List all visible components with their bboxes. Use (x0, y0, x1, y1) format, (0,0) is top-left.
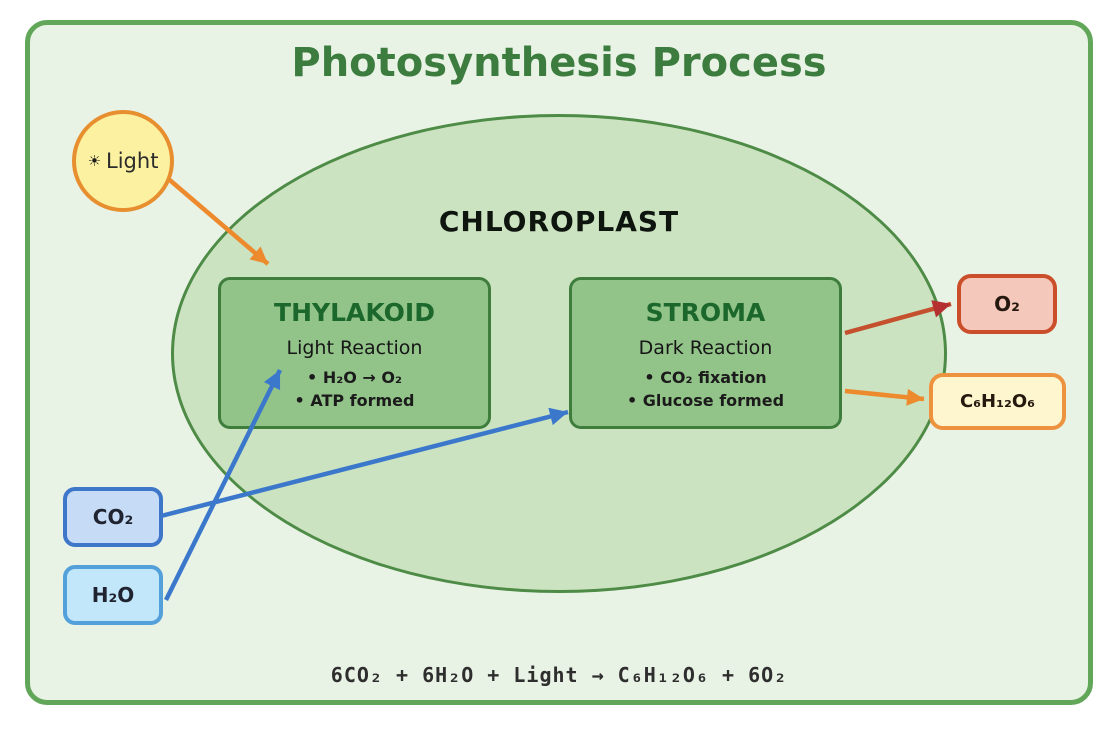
stroma-title: STROMA (645, 298, 766, 327)
o2-node: O₂ (957, 274, 1057, 334)
thylakoid-subtitle: Light Reaction (286, 337, 423, 359)
thylakoid-bullet: • H₂O → O₂ (307, 368, 402, 387)
page-title: Photosynthesis Process (291, 40, 827, 86)
light-label: Light (106, 149, 159, 173)
thylakoid-box: THYLAKOID Light Reaction • H₂O → O₂ • AT… (218, 277, 491, 429)
co2-node: CO₂ (63, 487, 163, 547)
h2o-node: H₂O (63, 565, 163, 625)
chloroplast-label: CHLOROPLAST (438, 205, 680, 238)
light-node: ☀ Light (72, 110, 174, 212)
stroma-bullet: • CO₂ fixation (644, 368, 767, 387)
stroma-box: STROMA Dark Reaction • CO₂ fixation • Gl… (569, 277, 842, 429)
stroma-subtitle: Dark Reaction (638, 337, 773, 359)
stroma-bullet: • Glucose formed (626, 391, 785, 410)
photosynthesis-equation: 6CO₂ + 6H₂O + Light → C₆H₁₂O₆ + 6O₂ (330, 663, 788, 687)
sun-icon: ☀ (87, 152, 102, 170)
glucose-node: C₆H₁₂O₆ (929, 373, 1066, 430)
thylakoid-bullet: • ATP formed (294, 391, 415, 410)
thylakoid-title: THYLAKOID (274, 298, 435, 327)
